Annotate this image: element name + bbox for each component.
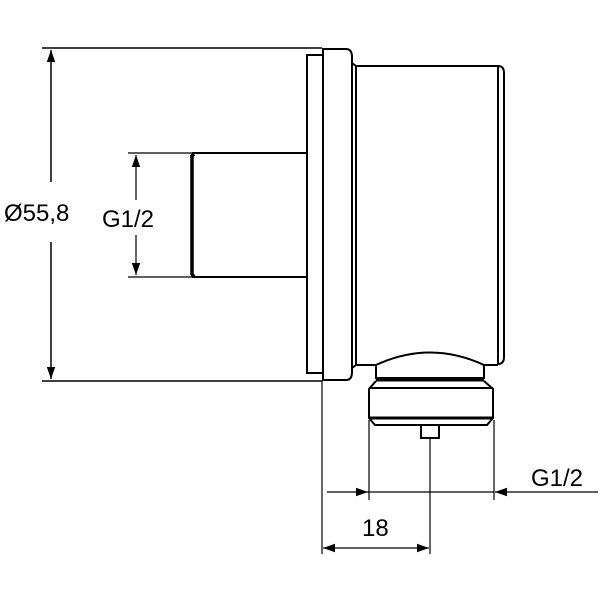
offset-label: 18 — [362, 515, 389, 542]
outlet-nut — [368, 365, 494, 439]
inlet-thread-dimension: G1/2 — [102, 155, 154, 275]
outlet-thread-dimension: G1/2 — [327, 465, 598, 497]
outlet-thread-label: G1/2 — [531, 465, 583, 492]
inlet-thread-label: G1/2 — [102, 206, 154, 233]
main-body — [357, 65, 505, 366]
diameter-dimension: Ø55,8 — [4, 50, 69, 379]
extension-lines-diameter — [42, 47, 322, 382]
extension-lines-outlet — [321, 381, 495, 554]
wall-plate — [306, 48, 357, 381]
extension-lines-inlet — [128, 152, 192, 278]
diameter-label: Ø55,8 — [4, 200, 69, 227]
inlet-pipe-stub — [190, 152, 306, 278]
offset-dimension: 18 — [323, 515, 429, 553]
